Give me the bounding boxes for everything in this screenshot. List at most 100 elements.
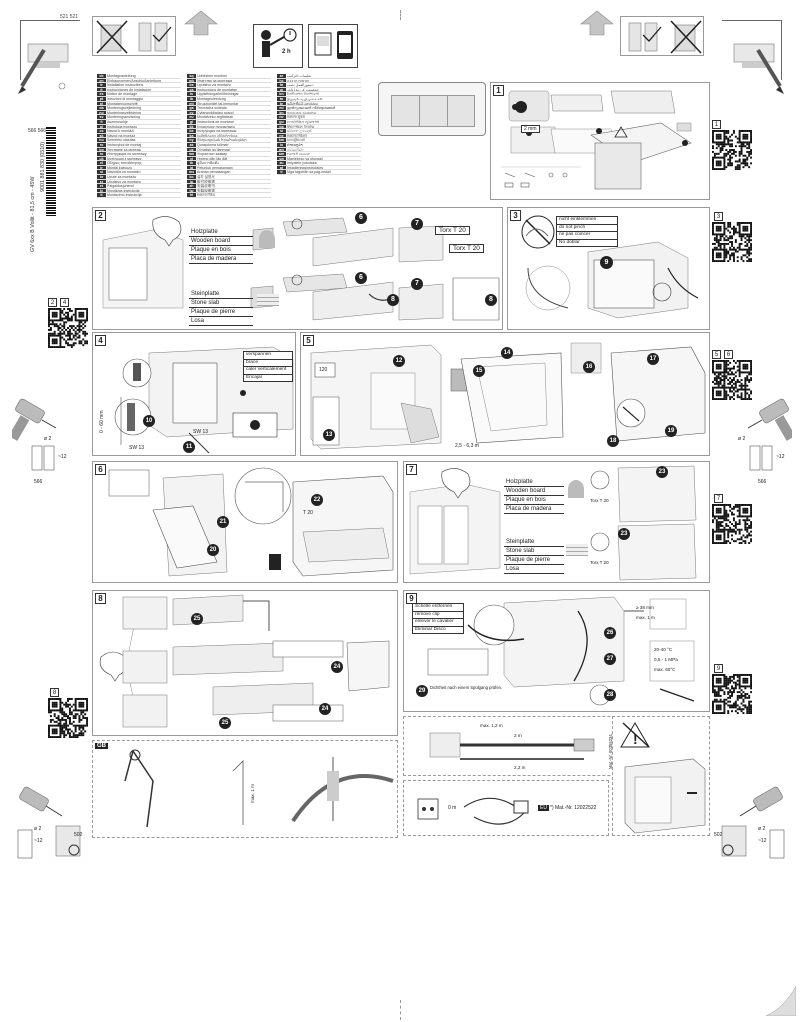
step-number: 9 xyxy=(406,593,417,604)
spec-max-temp: max. 60°C xyxy=(654,667,676,672)
language-code: sr xyxy=(97,179,106,183)
qr-code-2-4[interactable] xyxy=(48,308,89,349)
language-title: Paigaldusjuhend xyxy=(107,184,134,189)
callout-21: 21 xyxy=(217,516,229,528)
language-code: zu xyxy=(277,161,286,165)
up-arrow-icon-right xyxy=(580,10,614,41)
language-title: 설치 설명서 xyxy=(197,175,215,180)
drill-illustration-right: ø 2 ~12 xyxy=(722,394,796,484)
callout-12: 12 xyxy=(393,355,405,367)
step-number: 1 xyxy=(493,85,504,96)
language-code: gl xyxy=(187,119,196,124)
qr-code-5-6[interactable] xyxy=(712,360,753,401)
qr-code-1[interactable] xyxy=(712,130,753,171)
step-number: 5 xyxy=(303,335,314,346)
qr-code-7[interactable] xyxy=(712,504,753,545)
language-code: de xyxy=(97,74,106,78)
language-title: ຄໍາແນະນໍາ xyxy=(287,142,303,147)
qr-label-7: 7 xyxy=(714,494,723,503)
language-code: ru xyxy=(97,152,106,156)
callout-23a: 23 xyxy=(656,466,668,478)
power-badge: EU xyxy=(538,805,549,811)
top-dimension: 521 521 xyxy=(60,14,79,20)
callout-22: 22 xyxy=(311,494,323,506)
callout-16: 16 xyxy=(583,361,595,373)
language-title: Istruzioni di montaggio xyxy=(107,96,143,101)
qr-label-8: 8 xyxy=(50,688,59,697)
callout-27: 27 xyxy=(604,653,616,665)
time-badge: 2 h xyxy=(282,49,291,55)
language-title: ස්ථාපන උපදෙස් xyxy=(287,129,312,134)
language-title: Instrukcja montażu xyxy=(107,124,138,129)
language-code: ko xyxy=(187,175,196,179)
language-code: hu xyxy=(97,138,106,142)
language-title: Instrucţiuni de montaj xyxy=(107,142,142,147)
language-title: Asennusohje xyxy=(107,119,128,124)
step-5-panel: 5 12 13 14 15 16 17 18 19 2,5 - 6,3 m 12… xyxy=(300,332,710,456)
qr-label-3: 3 xyxy=(714,212,723,221)
language-code: bn xyxy=(277,92,286,96)
language-code: mn xyxy=(187,152,196,157)
language-code: te xyxy=(277,101,286,105)
language-code: id xyxy=(187,165,196,170)
page-curl xyxy=(765,985,797,1017)
language-title: Maelekezo ya ufungaji xyxy=(287,156,323,161)
language-code: eu xyxy=(187,115,196,119)
callout-25a: 25 xyxy=(191,613,203,625)
qr-code-8[interactable] xyxy=(48,698,89,739)
language-title: நிறுவல் வழிமுறைகள் xyxy=(287,96,323,101)
drill-diameter-br: ø 2 xyxy=(758,826,766,832)
language-code: es xyxy=(97,92,106,96)
sw13-label-2: SW 13 xyxy=(193,429,209,435)
torx-label-2: Torx T 20 xyxy=(449,244,484,253)
language-code: no xyxy=(97,110,106,114)
language-code: ta xyxy=(277,96,286,101)
step-5-size-note: 2,5 - 6,3 m xyxy=(455,443,479,449)
qr-label-1: 1 xyxy=(712,120,721,129)
spec-pressure: 0,5 - 1 MPa xyxy=(654,657,678,662)
qr-code-3[interactable] xyxy=(712,222,753,263)
callout-10: 10 xyxy=(143,415,155,427)
language-title: स्थापना सूचना xyxy=(287,115,306,120)
drill-diameter-bl: ø 2 xyxy=(34,826,42,832)
hose-dim-1: max. 1,2 m xyxy=(480,723,503,728)
language-title: សេចក្តីណែនាំ xyxy=(287,138,306,143)
language-title: Инструкция по монтажу xyxy=(107,152,147,157)
torx-label-7a: Torx T 20 xyxy=(590,498,609,503)
step-number: 6 xyxy=(95,464,106,475)
step-number: 8 xyxy=(95,593,106,604)
step-number: 4 xyxy=(95,335,106,346)
gb-panel: GB max. 1 m xyxy=(92,740,398,838)
callout-29: 29 xyxy=(416,685,428,697)
callout-17: 17 xyxy=(647,353,659,365)
qr-code-9[interactable] xyxy=(712,674,753,715)
language-code: sw xyxy=(277,156,286,160)
language-code: af xyxy=(277,165,286,170)
callout-23b: 23 xyxy=(618,528,630,540)
